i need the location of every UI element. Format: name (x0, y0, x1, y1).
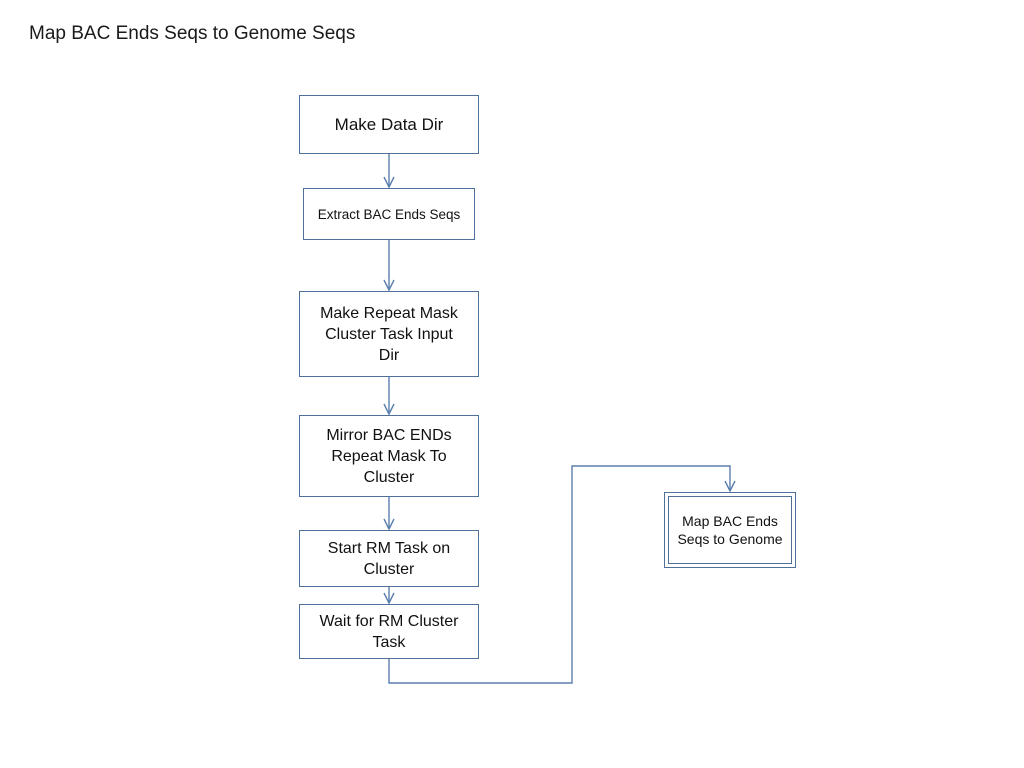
node-make-repeat-mask-cluster-task-input-dir[interactable]: Make Repeat Mask Cluster Task Input Dir (299, 291, 479, 377)
arrowhead-start-rm (383, 518, 395, 531)
node-map-bac-ends-seqs-to-genome[interactable]: Map BAC Ends Seqs to Genome (664, 492, 796, 568)
arrowhead-wait-rm (383, 592, 395, 605)
node-start-rm-task-on-cluster[interactable]: Start RM Task on Cluster (299, 530, 479, 587)
node-extract-bac-ends-seqs[interactable]: Extract BAC Ends Seqs (303, 188, 475, 240)
node-label: Map BAC Ends Seqs to Genome (677, 513, 783, 547)
page-title: Map BAC Ends Seqs to Genome Seqs (29, 23, 356, 44)
edge-wait-rm-to-map-bac (388, 465, 731, 684)
node-mirror-bac-ends-repeat-mask-to-cluster[interactable]: Mirror BAC ENDs Repeat Mask To Cluster (299, 415, 479, 497)
node-label: Mirror BAC ENDs Repeat Mask To Cluster (326, 426, 452, 486)
node-label: Make Repeat Mask Cluster Task Input Dir (320, 304, 458, 364)
arrowhead-map-bac (724, 480, 736, 493)
node-label: Wait for RM Cluster Task (319, 612, 459, 651)
arrowhead-make-repeat (383, 279, 395, 292)
node-label: Extract BAC Ends Seqs (317, 206, 461, 222)
node-make-data-dir[interactable]: Make Data Dir (299, 95, 479, 154)
node-label: Start RM Task on Cluster (327, 539, 451, 578)
node-wait-for-rm-cluster-task[interactable]: Wait for RM Cluster Task (299, 604, 479, 659)
node-inner-frame: Map BAC Ends Seqs to Genome (668, 496, 792, 564)
arrowhead-extract (383, 176, 395, 189)
arrowhead-mirror (383, 403, 395, 416)
node-label: Make Data Dir (334, 115, 444, 134)
